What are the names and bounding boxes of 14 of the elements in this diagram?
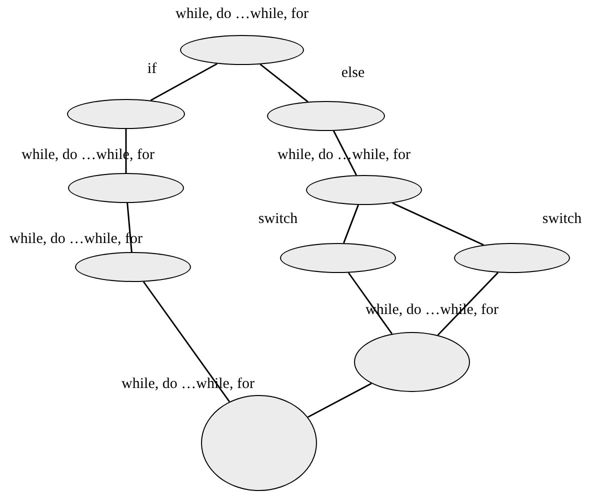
connector-line [142,281,230,402]
edge-label: if [147,62,157,77]
connector-line [437,272,499,336]
node-caption: while, do …while, for [176,7,308,22]
connector-line [392,202,484,246]
edge-label: switch [542,212,582,227]
connector-line [348,272,393,334]
edge-label: switch [258,212,298,227]
edge-label: else [341,66,365,81]
connector-line [343,204,359,244]
connector-line [260,64,308,102]
connector-line [308,382,372,418]
connector-line [332,130,358,176]
connector-line [150,63,218,102]
